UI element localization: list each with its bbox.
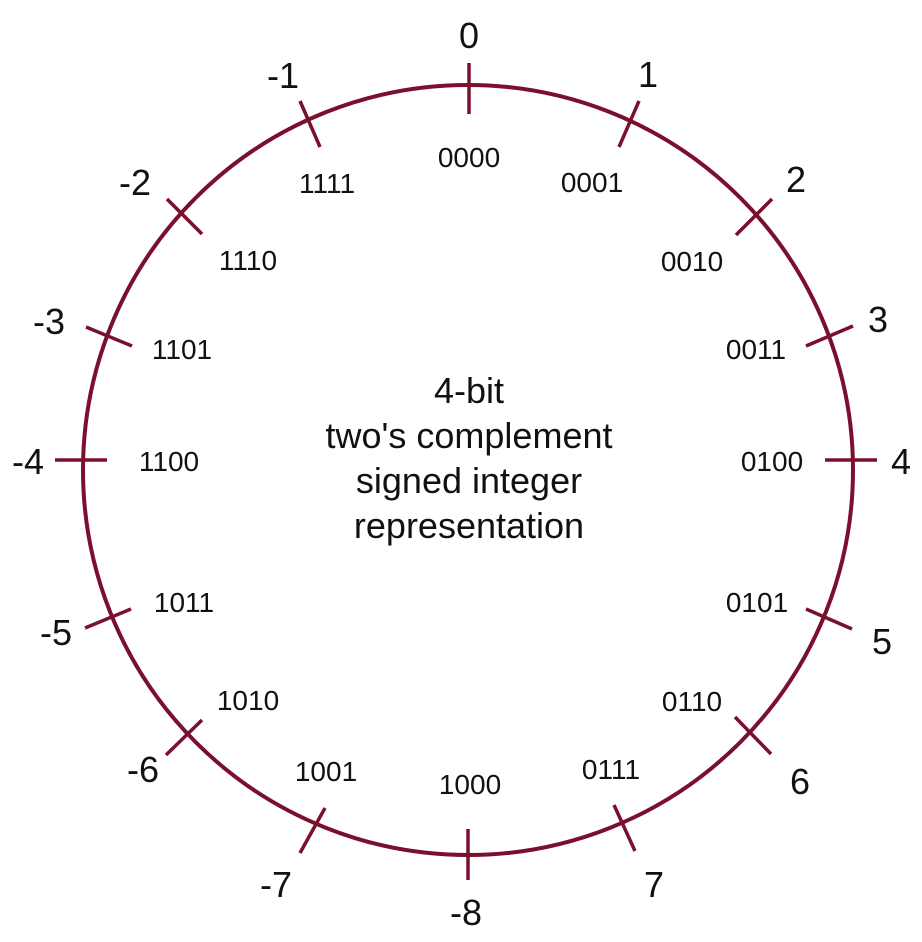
decimal-label-3: 3 [867,299,889,340]
decimal-label-7: 7 [643,864,665,905]
tick-6 [733,715,773,756]
decimal-label-minus1: -1 [266,55,300,96]
binary-label-0011: 0011 [725,334,787,365]
binary-label-1011: 1011 [153,587,215,618]
decimal-label-5: 5 [871,621,893,662]
tick-3 [805,324,854,348]
binary-label-0111: 0111 [581,754,641,785]
tick-7 [612,804,637,852]
decimal-label-minus4: -4 [11,441,45,482]
tick-marks [55,63,877,880]
decimal-label-2: 2 [785,159,807,200]
tick-minus5 [84,607,132,630]
tick-5 [805,607,853,631]
decimal-label-0: 0 [458,15,480,56]
binary-label-1110: 1110 [218,245,278,276]
decimal-label-minus8: -8 [449,892,483,933]
binary-label-1101: 1101 [151,334,213,365]
binary-label-1010: 1010 [216,685,280,716]
binary-label-1000: 1000 [438,769,502,800]
decimal-label-minus5: -5 [39,612,73,653]
tick-minus7 [298,807,327,854]
binary-label-0000: 0000 [437,142,501,173]
binary-label-0110: 0110 [661,686,723,717]
binary-label-1111: 1111 [298,168,356,199]
tick-2 [734,197,774,237]
binary-label-0101: 0101 [725,587,789,618]
caption-line-4: representation [353,505,585,546]
binary-label-0010: 0010 [660,246,724,277]
binary-label-0100: 0100 [740,446,804,477]
tick-minus6 [164,718,204,757]
decimal-label-minus2: -2 [118,162,152,203]
decimal-label-1: 1 [637,54,659,95]
decimal-label-4: 4 [890,441,912,482]
tick-minus3 [85,325,133,348]
center-caption: 4-bit two's complement signed integer re… [326,368,613,548]
decimal-label-minus3: -3 [32,301,66,342]
caption-line-1: 4-bit [433,370,505,411]
decimal-label-minus6: -6 [126,749,160,790]
binary-label-0001: 0001 [560,167,624,198]
tick-1 [617,100,641,148]
caption-line-3: signed integer [355,460,583,501]
binary-label-1100: 1100 [138,446,200,477]
binary-label-1001: 1001 [294,756,358,787]
tick-minus1 [298,100,322,148]
decimal-label-6: 6 [789,761,811,802]
decimal-label-minus7: -7 [259,864,293,905]
caption-line-2: two's complement [325,415,613,456]
tick-minus2 [165,197,204,236]
